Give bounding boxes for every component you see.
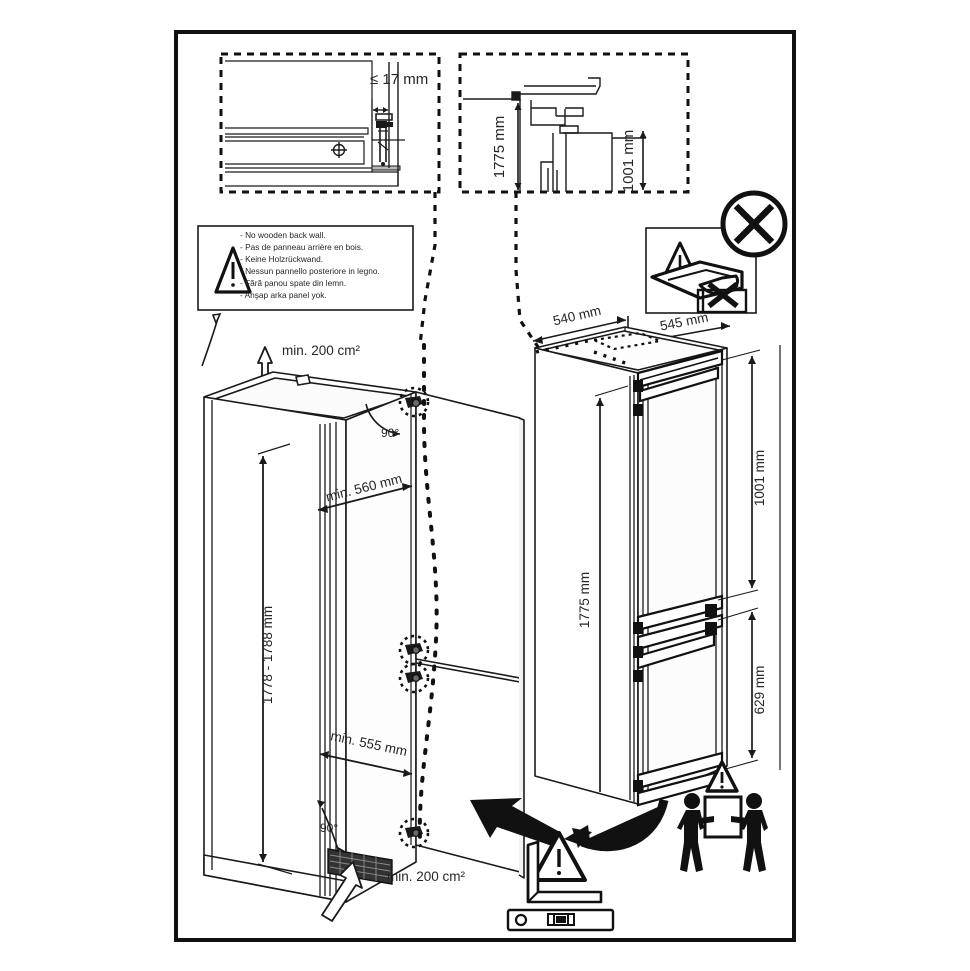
cabinet-body (203, 371, 417, 903)
detail-top-right-group: 1775 mm 1001 mm (458, 52, 690, 194)
appliance-middle-bracket (633, 594, 724, 682)
appliance-top-bracket (633, 349, 724, 416)
worktop-section (463, 77, 646, 192)
hinge-lower-icon (398, 817, 430, 849)
detail-right-verticals (388, 62, 399, 186)
appliance-height-freezer-dimension (717, 607, 759, 771)
cabinet-height-dimension (257, 443, 293, 875)
appliance-height-fridge-label: 1001 mm (752, 450, 767, 506)
height-1775-dimension (514, 103, 522, 190)
height-1001-dimension (639, 131, 647, 190)
detail-top-left-dashed-border (219, 52, 441, 194)
warning-line-5: - Fără panou spate din lemn. (240, 278, 346, 288)
depth-lower-dimension (319, 751, 413, 777)
angle-top-indicator (365, 403, 401, 437)
cabinet-height-label: 1778 - 1788 mm (260, 606, 275, 704)
detail-1775-label: 1775 mm (491, 116, 508, 179)
detail-gap-dimension-label: ≤ 17 mm (370, 71, 428, 88)
detail-1001-label: 1001 mm (620, 130, 637, 193)
warning-line-3: - Keine Holzrückwand. (240, 254, 323, 264)
vent-top-label: min. 200 cm² (282, 343, 361, 358)
appliance-body (534, 326, 728, 805)
cabinet-drawing: min. 200 cm² (203, 343, 525, 922)
warning-triangle-icon (214, 246, 252, 294)
leader-line-left (418, 192, 437, 346)
warning-panel-border (197, 225, 414, 311)
depth-upper-dimension (317, 483, 413, 513)
warning-line-4: - Nessun pannello posteriore in legno. (240, 266, 380, 276)
gap-dimension-arrow (373, 107, 388, 113)
warning-pointer-arrow (201, 313, 222, 367)
top-cutout-dotted (535, 331, 665, 366)
hinge-middle-icon (398, 634, 430, 694)
leader-line-right (514, 192, 542, 351)
small-cross-icon (707, 281, 739, 309)
appliance-height-fridge-dimension (717, 349, 761, 601)
arrow-left-icon (470, 798, 560, 846)
appliance-height-total-label: 1775 mm (577, 572, 592, 628)
angle-bottom-label: 90° (320, 821, 338, 835)
door-swing-path (417, 343, 439, 842)
warning-panel: - No wooden back wall. - Pas de panneau … (197, 225, 414, 311)
vent-bottom-label: min. 200 cm² (387, 869, 466, 884)
appliance-door-edges (624, 327, 723, 802)
tools-panel (470, 760, 768, 932)
prohibition-cross-icon (720, 190, 788, 258)
angle-top-label: 90° (381, 426, 399, 440)
diagram-frame (174, 30, 796, 942)
door-bracket-detail (371, 99, 401, 172)
vent-bottom-arrow-icon (321, 861, 363, 922)
appliance-height-total-dimension (594, 385, 629, 792)
top-hinge-plate (295, 374, 311, 386)
detail-top-right-dashed-border (458, 52, 690, 194)
fixing-point-icon (331, 142, 347, 158)
warning-line-6: - Ahşap arka panel yok. (240, 290, 327, 300)
tools-warning-triangle-icon (531, 831, 587, 882)
warning-line-1: - No wooden back wall. (240, 230, 326, 240)
cabinet-inner-walls (203, 400, 347, 903)
spirit-level-icon (506, 908, 615, 932)
two-person-lift-icon (677, 760, 768, 872)
hinge-upper-icon (398, 386, 430, 418)
appliance-height-freezer-label: 629 mm (752, 666, 767, 715)
arrow-curved-icon (564, 798, 669, 852)
carpenters-square-icon (526, 840, 603, 904)
appliance-drawing: 540 mm 545 mm (532, 303, 781, 807)
detail-top-left-group: ≤ 17 mm (219, 52, 441, 194)
warning-line-2: - Pas de panneau arrière en bois. (240, 242, 363, 252)
